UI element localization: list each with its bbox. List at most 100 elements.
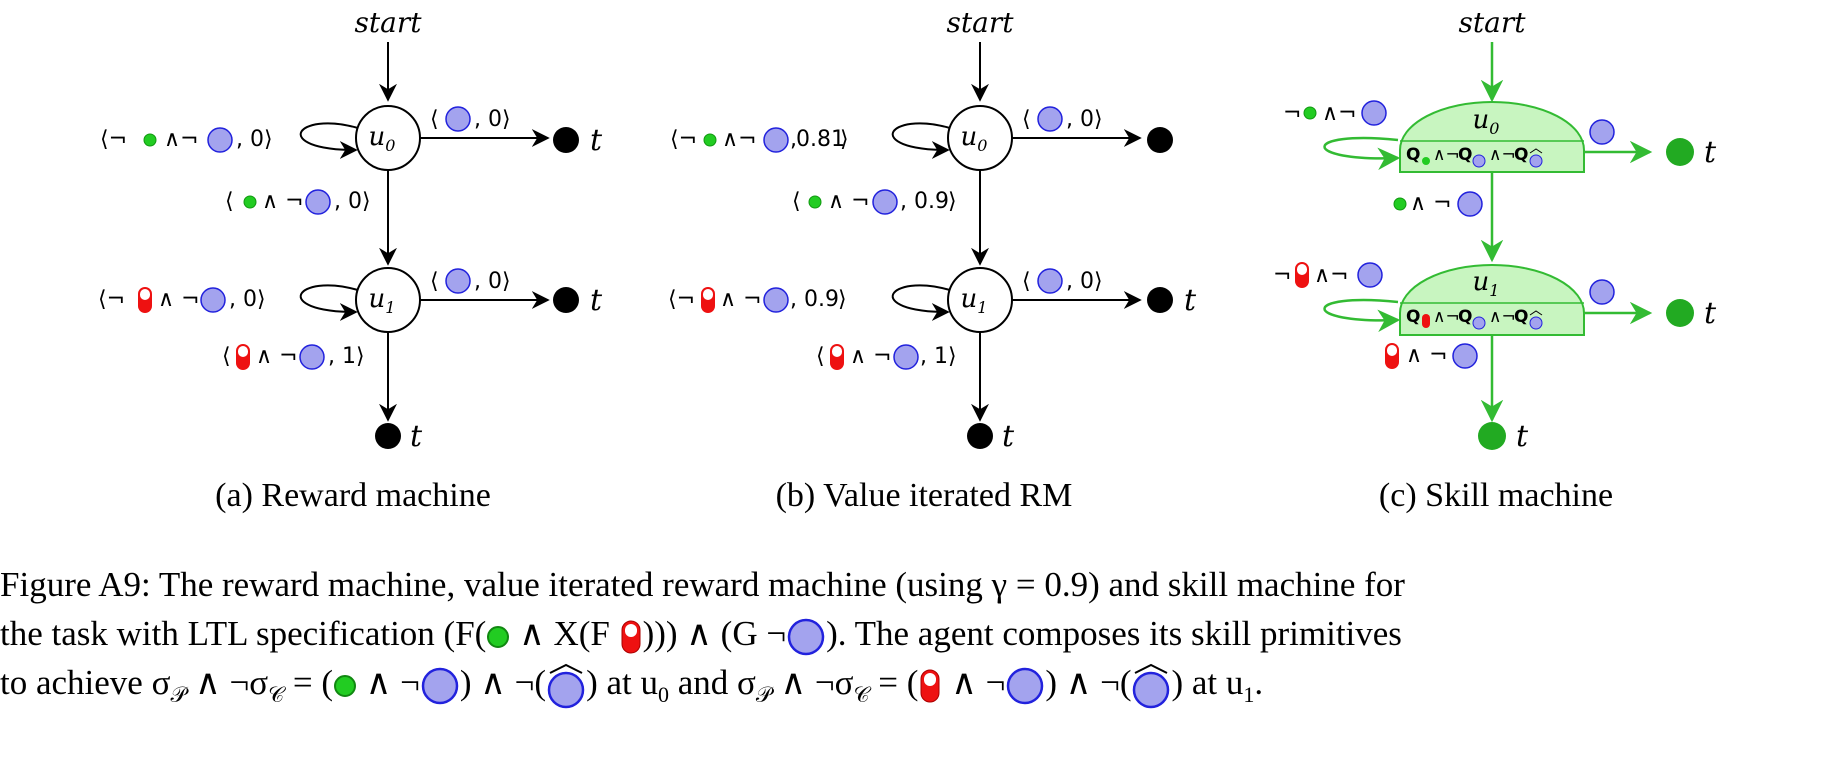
svg-text:⟩: ⟩ — [838, 287, 847, 312]
label-u1-t: ⟨ , 0⟩ — [430, 268, 511, 294]
svg-text:, 0⟩: , 0⟩ — [474, 269, 511, 294]
label-u0-t: ⟨ , 0⟩ — [430, 106, 511, 132]
svg-text:∧ ¬: ∧ ¬ — [262, 189, 304, 214]
svg-text:∧ ¬: ∧ ¬ — [850, 344, 892, 369]
svg-text:, 0⟩: , 0⟩ — [474, 107, 511, 132]
label-self-u0: ⟨¬ ∧¬ , 0⟩ — [100, 127, 273, 153]
svg-text:t: t — [1184, 283, 1197, 318]
svg-text:⟨¬: ⟨¬ — [668, 287, 695, 312]
svg-text:¬: ¬ — [1273, 263, 1291, 288]
svg-text:∧¬: ∧¬ — [164, 127, 199, 152]
svg-text:⟨: ⟨ — [792, 189, 801, 214]
svg-text:0.81: 0.81 — [796, 127, 845, 152]
panel-c-skill-machine: start u0 Q ∧¬Q ∧¬Q u1 Q ∧¬Q ∧¬Q — [1273, 6, 1717, 514]
svg-text:Q: Q — [1458, 145, 1472, 165]
svg-text:u0: u0 — [1473, 105, 1500, 138]
svg-text:⟨¬: ⟨¬ — [670, 127, 697, 152]
svg-text:0: 0 — [1080, 107, 1094, 132]
state-u1-label: u1 — [369, 284, 396, 317]
caption-b: (b) Value iterated RM — [776, 477, 1073, 514]
svg-text:t: t — [1002, 419, 1015, 454]
svg-text:start: start — [947, 6, 1015, 39]
svg-text:⟩: ⟩ — [840, 127, 849, 152]
svg-text:∧ ¬: ∧ ¬ — [256, 344, 298, 369]
label-u1-t-b: ⟨, 0⟩ — [1022, 268, 1103, 294]
svg-text:u0: u0 — [961, 122, 988, 155]
skill-u0-composition: Q ∧¬Q ∧¬Q — [1406, 145, 1543, 168]
svg-text:⟨: ⟨ — [225, 189, 234, 214]
panel-b-value-iterated-rm: start u0 u1 t t ⟨¬∧¬,0.81⟩ ⟨, 0⟩ ⟨∧ ¬, 0… — [668, 6, 1197, 514]
skill-state-u0 — [1399, 101, 1585, 173]
svg-text:⟨: ⟨ — [1022, 269, 1031, 294]
label-u1-t-down-c: ∧ ¬ — [1385, 343, 1478, 369]
svg-text:∧¬: ∧¬ — [1433, 307, 1460, 327]
label-u0-u1-c: ∧ ¬ — [1393, 191, 1483, 217]
label-u1-t-down: ⟨ ∧ ¬ , 1⟩ — [222, 344, 365, 370]
svg-text:¬: ¬ — [1283, 101, 1301, 126]
svg-text:start: start — [1459, 6, 1527, 39]
svg-text:⟨¬: ⟨¬ — [98, 287, 125, 312]
start-label: start — [355, 6, 423, 39]
svg-text:∧ ¬: ∧ ¬ — [828, 189, 870, 214]
svg-text:u1: u1 — [961, 284, 988, 317]
svg-text:t: t — [1704, 296, 1717, 331]
svg-text:t: t — [1516, 419, 1529, 454]
label-u0-u1-b: ⟨ ∧ ¬, 0.9⟩ — [792, 189, 957, 215]
label-self-u1-c: ¬∧¬ — [1273, 262, 1383, 288]
label-self-u0-c: ¬ ∧¬ — [1283, 100, 1387, 126]
svg-text:Q: Q — [1458, 307, 1472, 327]
svg-text:∧¬: ∧¬ — [1322, 101, 1357, 126]
svg-text:,: , — [1066, 107, 1073, 132]
figure-caption: Figure A9: The reward machine, value ite… — [0, 565, 1405, 709]
panel-a-reward-machine: start u0 u1 t t t ⟨¬ ∧¬ , 0⟩ ⟨ , 0⟩ ⟨ ∧ ¬ , 0… — [98, 6, 603, 514]
svg-text:t: t — [590, 123, 603, 158]
svg-text:, 1⟩: , 1⟩ — [328, 344, 365, 369]
svg-text:⟨: ⟨ — [816, 344, 825, 369]
svg-text:0: 0 — [1080, 269, 1094, 294]
svg-text:⟨: ⟨ — [430, 269, 439, 294]
svg-text:t: t — [590, 283, 603, 318]
state-u0-label: u0 — [369, 122, 396, 155]
svg-text:Q: Q — [1514, 307, 1528, 327]
label-u1-t-down-b: ⟨ ∧ ¬, 1⟩ — [816, 344, 957, 370]
svg-text:,: , — [790, 287, 797, 312]
svg-text:t: t — [1704, 135, 1717, 170]
svg-text:⟩: ⟩ — [1094, 107, 1103, 132]
svg-text:⟨: ⟨ — [222, 344, 231, 369]
svg-text:,: , — [790, 127, 797, 152]
label-self-u1-b: ⟨¬ ∧ ¬, 0.9⟩ — [668, 287, 847, 313]
svg-text:,: , — [920, 344, 927, 369]
svg-text:⟩: ⟩ — [1094, 269, 1103, 294]
label-self-u1: ⟨¬ ∧ ¬ , 0⟩ — [98, 287, 266, 313]
svg-text:∧¬: ∧¬ — [1489, 307, 1516, 327]
svg-text:, 0⟩: , 0⟩ — [236, 127, 273, 152]
svg-text:∧ ¬: ∧ ¬ — [720, 287, 762, 312]
svg-text:Q: Q — [1406, 145, 1420, 165]
caption-a: (a) Reward machine — [215, 477, 491, 514]
svg-text:⟨: ⟨ — [430, 107, 439, 132]
svg-text:∧ ¬: ∧ ¬ — [1410, 191, 1452, 216]
svg-text:,: , — [900, 189, 907, 214]
svg-text:⟩: ⟩ — [948, 344, 957, 369]
svg-text:⟩: ⟩ — [948, 189, 957, 214]
caption-c: (c) Skill machine — [1379, 477, 1613, 514]
svg-text:⟨: ⟨ — [1022, 107, 1031, 132]
svg-text:u1: u1 — [1473, 267, 1500, 300]
svg-text:, 0⟩: , 0⟩ — [334, 189, 371, 214]
skill-u1-composition: Q ∧¬Q ∧¬Q — [1406, 307, 1543, 330]
svg-text:,: , — [1066, 269, 1073, 294]
svg-text:⟨¬: ⟨¬ — [100, 127, 127, 152]
svg-text:0.9: 0.9 — [914, 189, 949, 214]
svg-text:∧¬: ∧¬ — [722, 127, 757, 152]
svg-text:∧ ¬: ∧ ¬ — [158, 287, 200, 312]
svg-text:0.9: 0.9 — [804, 287, 839, 312]
svg-text:∧¬: ∧¬ — [1489, 145, 1516, 165]
svg-text:∧¬: ∧¬ — [1433, 145, 1460, 165]
svg-text:Q: Q — [1406, 307, 1420, 327]
svg-text:Q: Q — [1514, 145, 1528, 165]
figure-diagrams: start u0 u1 t t t ⟨¬∧¬, 0⟩ ⟨, 0⟩ ⟨∧ ¬, 0… — [98, 6, 1717, 514]
svg-text:1: 1 — [934, 344, 948, 369]
svg-text:t: t — [410, 419, 423, 454]
svg-text:, 0⟩: , 0⟩ — [229, 287, 266, 312]
svg-text:∧ ¬: ∧ ¬ — [1406, 343, 1448, 368]
